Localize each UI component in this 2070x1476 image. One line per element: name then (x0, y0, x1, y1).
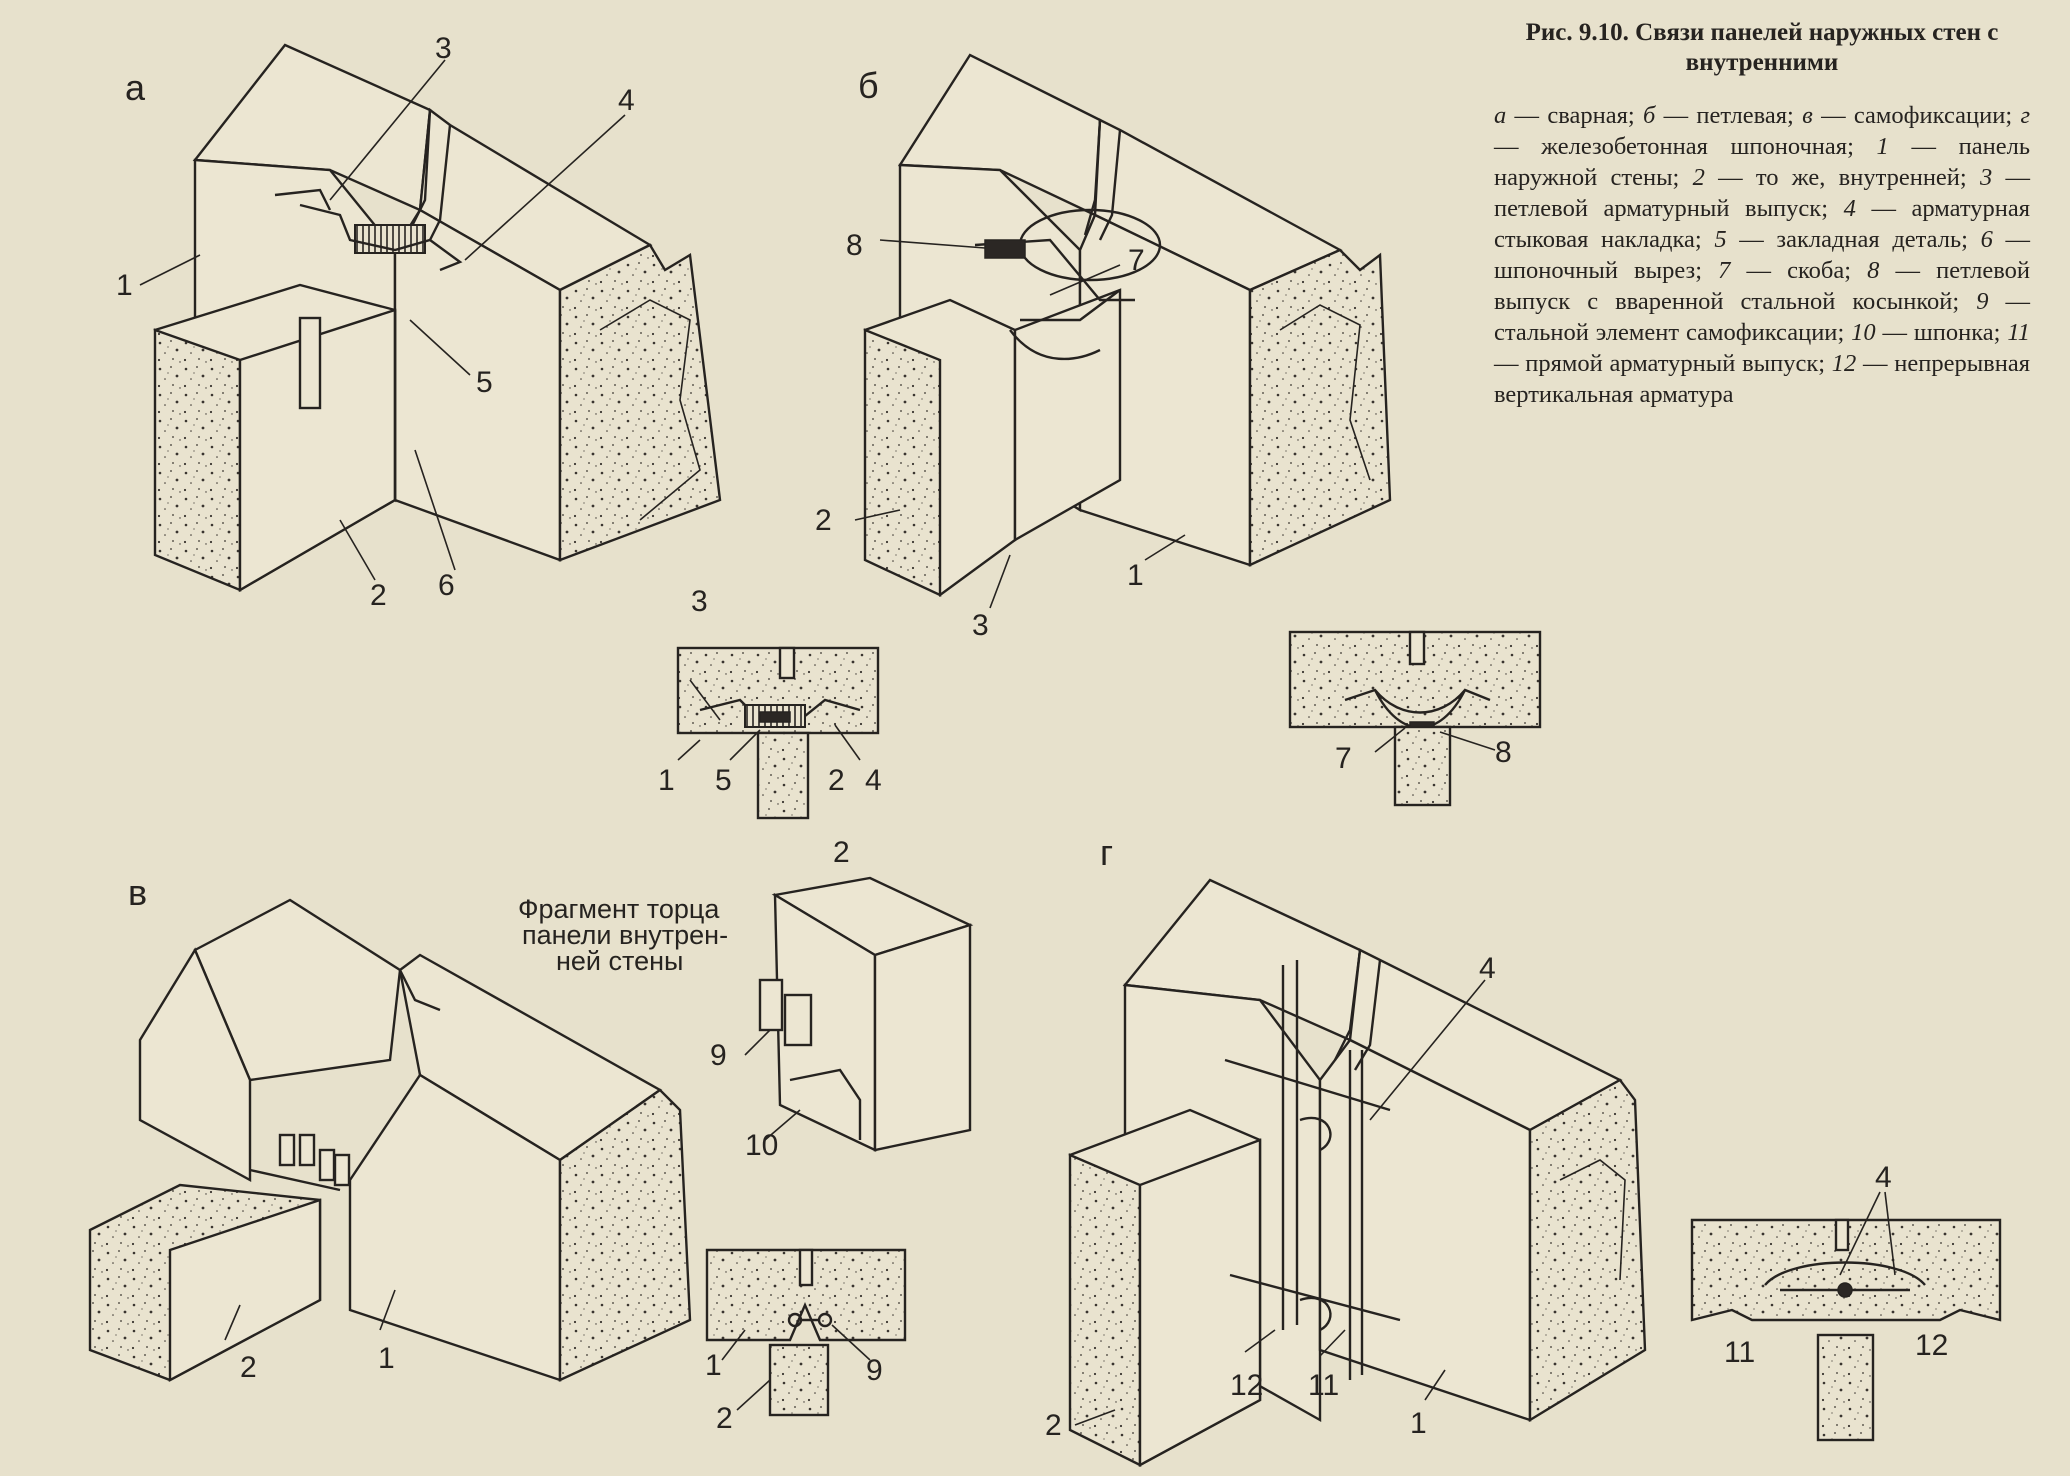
self-fixing-element-pair (249, 1133, 351, 1192)
plan-b: 7 8 (1288, 630, 1542, 807)
fragment-note-line1: Фрагмент торца (518, 894, 720, 924)
plan-g: 4 11 12 (1690, 1161, 2002, 1442)
plan-v-2: 2 (716, 1402, 733, 1435)
plan-a-4: 4 (865, 764, 882, 797)
plan-a-2: 2 (828, 764, 845, 797)
plan-a-5: 5 (715, 764, 732, 797)
plan-b-7: 7 (1335, 742, 1352, 775)
plan-b-8: 8 (1495, 736, 1512, 769)
figure-a-welded-joint: а 1 2 3 4 5 6 (116, 32, 722, 612)
label-v-frag-9: 9 (710, 1039, 727, 1072)
fragment-note-line3: ней стены (556, 946, 683, 976)
legend-item-v: в — самофиксации; (1802, 102, 2021, 129)
label-a-6: 6 (438, 569, 455, 602)
legend-item-g: г — железобетонная шпоночная; (1494, 102, 2031, 160)
label-a-5: 5 (476, 366, 493, 399)
label-v-frag-2: 2 (833, 836, 850, 869)
plan-a-3: 3 (691, 585, 708, 618)
label-a-3: 3 (435, 32, 452, 65)
figure-b-letter: б (858, 65, 879, 106)
caption-title: Рис. 9.10. Связи панелей наружных стен с… (1525, 19, 1999, 76)
label-a-2: 2 (370, 579, 387, 612)
legend-item-12: 12 — непрерывная вертикальная арматура (1494, 350, 2031, 408)
label-v-1: 1 (378, 1342, 395, 1375)
label-v-2: 2 (240, 1351, 257, 1384)
legend-item-7: 7 — скоба; (1718, 257, 1868, 284)
label-g-12: 12 (1230, 1369, 1263, 1402)
plan-g-4: 4 (1875, 1161, 1892, 1194)
legend-item-5: 5 — закладная деталь; (1714, 226, 1981, 253)
figure-caption: Рис. 9.10. Связи панелей наружных стен с… (1494, 18, 2030, 410)
label-g-2: 2 (1045, 1409, 1062, 1442)
plan-g-11: 11 (1724, 1336, 1755, 1369)
figure-b-loop-joint: б 1 2 3 7 8 (815, 53, 1392, 642)
plan-a: 3 1 5 2 4 (658, 585, 882, 820)
plan-v: 1 2 9 (705, 1248, 907, 1435)
label-g-11: 11 (1308, 1369, 1339, 1402)
figure-a-letter: а (125, 67, 146, 108)
legend-item-2: 2 — то же, внутренней; (1692, 164, 1980, 191)
figure-g-keyed-joint: г 4 2 12 11 1 (1045, 832, 1647, 1468)
reinforcement-bars (1224, 960, 1401, 1380)
label-v-frag-10: 10 (745, 1129, 778, 1162)
legend-item-a: а — сварная; (1494, 102, 1643, 129)
legend-item-8: 8 — петлевой выпуск с вваренной стальной… (1494, 257, 2031, 315)
label-b-1: 1 (1127, 559, 1144, 592)
legend-item-3: 3 — петлевой арматурный выпуск; (1494, 164, 2031, 222)
label-b-2: 2 (815, 504, 832, 537)
label-b-8: 8 (846, 229, 863, 262)
label-a-1: 1 (116, 269, 133, 302)
label-g-4: 4 (1479, 952, 1496, 985)
figure-v-self-fixing-joint: в 1 2 Фрагмент торца панели внутрен- ней… (88, 836, 974, 1384)
legend-item-4: 4 — арматурная стыковая накладка; (1494, 195, 2031, 253)
legend-item-10: 10 — шпонка; (1851, 319, 2008, 346)
legend-item-9: 9 — стальной элемент самофиксации; (1494, 288, 2031, 346)
legend-item-6: 6 — шпоночный вырез; (1494, 226, 2031, 284)
fragment-note-line2: панели внутрен- (522, 920, 728, 950)
label-b-3: 3 (972, 609, 989, 642)
caption-legend: а — сварная; б — петлевая; в — самофикса… (1494, 100, 2030, 410)
plan-v-1: 1 (705, 1349, 722, 1382)
plan-a-1: 1 (658, 764, 675, 797)
plan-g-12: 12 (1915, 1329, 1948, 1362)
label-g-1: 1 (1410, 1407, 1427, 1440)
plan-v-9: 9 (866, 1354, 883, 1387)
legend-item-1: 1 — панель наружной стены; (1494, 133, 2031, 191)
figure-g-letter: г (1100, 832, 1113, 873)
label-b-7: 7 (1128, 244, 1145, 277)
figure-v-letter: в (128, 872, 147, 913)
legend-item-11: 11 — прямой арматурный выпуск; (1494, 319, 2030, 377)
legend-item-b: б — петлевая; (1642, 102, 1803, 129)
label-a-4: 4 (618, 84, 635, 117)
